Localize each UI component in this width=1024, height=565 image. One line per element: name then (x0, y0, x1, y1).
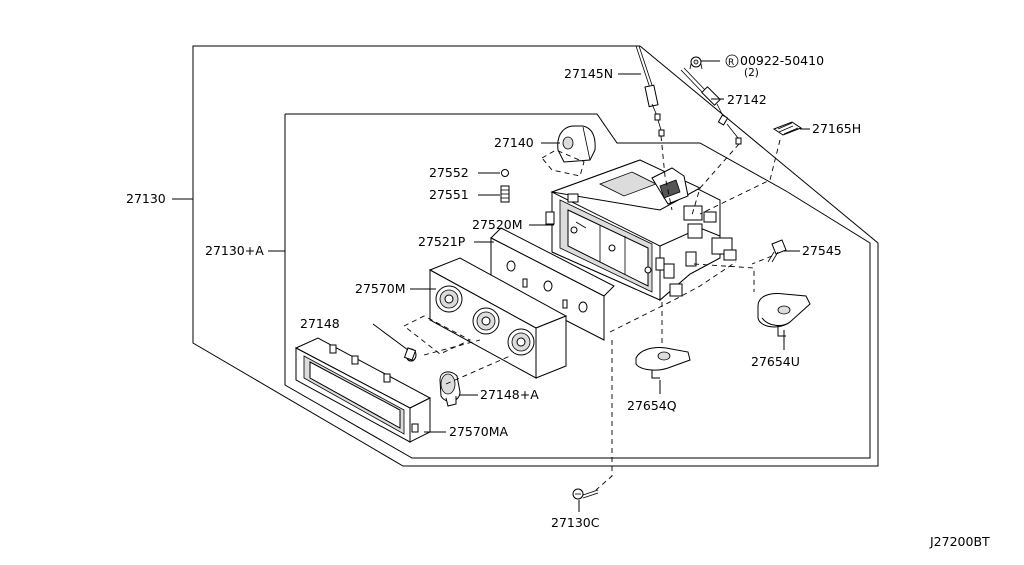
label-27165h: 27165H (812, 121, 861, 136)
label-27551: 27551 (429, 187, 469, 202)
label-27545: 27545 (802, 243, 842, 258)
label-27552: 27552 (429, 165, 469, 180)
label-27148a: 27148+A (480, 387, 539, 402)
screw-27545 (767, 239, 787, 263)
label-27130c: 27130C (551, 515, 600, 530)
control-body-27520m (545, 159, 737, 302)
label-00922-mark: R (728, 58, 734, 68)
part-27552 (501, 169, 509, 177)
label-00922: 00922-50410 (740, 53, 824, 68)
cable-27142 (680, 67, 742, 145)
part-27148a (439, 371, 461, 407)
bezel-27570ma (294, 337, 432, 443)
diagram-id: J27200BT (929, 534, 990, 549)
outer-frame (192, 45, 879, 467)
cable-27145n (635, 45, 665, 137)
screw-27130c (572, 488, 599, 500)
label-27570m: 27570M (355, 281, 406, 296)
leader-lines (172, 60, 810, 512)
label-27654u: 27654U (751, 354, 800, 369)
label-27140: 27140 (494, 135, 534, 150)
part-27140 (557, 125, 596, 163)
label-27145n: 27145N (564, 66, 613, 81)
label-27521p: 27521P (418, 234, 466, 249)
label-27142: 27142 (727, 92, 767, 107)
clip-00922 (689, 56, 703, 70)
label-27130: 27130 (126, 191, 166, 206)
part-27165h (772, 121, 803, 136)
label-27520m: 27520M (472, 217, 523, 232)
label-00922-qty: (2) (744, 67, 759, 79)
lever-27654q (635, 347, 691, 379)
face-panel-27570m (428, 257, 568, 379)
inner-frame (284, 113, 871, 459)
lever-27654u (757, 293, 811, 337)
part-27551 (500, 185, 510, 203)
assembly-dashes (403, 135, 781, 491)
label-27130a: 27130+A (205, 243, 264, 258)
label-27570ma: 27570MA (449, 424, 509, 439)
panel-27521p (490, 227, 615, 341)
part-27148 (403, 347, 417, 362)
label-27148: 27148 (300, 316, 340, 331)
registered-mark-icon (725, 54, 739, 68)
label-27654q: 27654Q (627, 398, 677, 413)
